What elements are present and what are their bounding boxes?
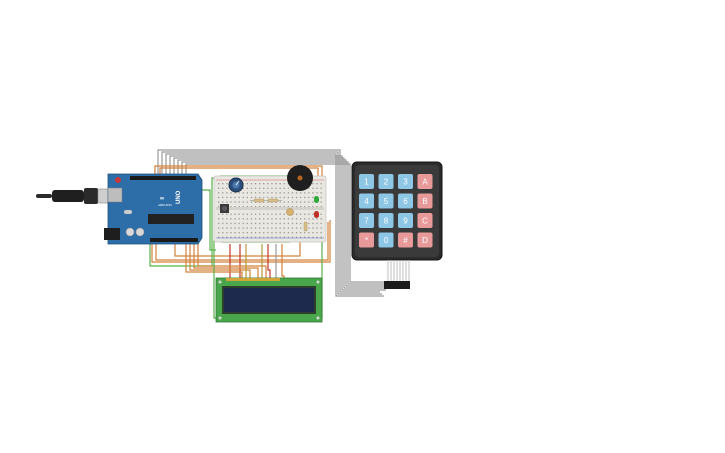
capacitor-2 (135, 227, 145, 237)
keypad-key-5[interactable]: 5 (378, 193, 394, 209)
keypad-key-label: 2 (384, 178, 389, 187)
piezo-buzzer[interactable] (287, 165, 313, 191)
keypad-key-label: A (422, 178, 428, 187)
resistor-3[interactable] (303, 221, 308, 232)
lcd-pin-header (226, 278, 280, 281)
keypad-key-label: 0 (384, 236, 389, 245)
keypad-key-label: * (365, 236, 368, 245)
keypad-key-label: # (403, 236, 408, 245)
keypad-connector (384, 260, 410, 289)
keypad-key-2[interactable]: 2 (378, 174, 394, 189)
keypad-key-C[interactable]: C (417, 213, 433, 228)
infinity-logo: ∞ (160, 196, 164, 202)
keypad-key-label: 1 (364, 178, 369, 187)
breadboard[interactable] (213, 175, 327, 243)
keypad-key-label: 8 (384, 217, 389, 226)
keypad-4x4[interactable]: 1 2 3 A 4 5 6 B 7 8 9 C * 0 # D (351, 161, 443, 289)
keypad-key-label: B (422, 197, 427, 206)
potentiometer[interactable] (228, 177, 244, 193)
keypad-key-label: 7 (364, 217, 369, 226)
green-led[interactable] (314, 196, 319, 203)
keypad-key-*[interactable]: * (359, 232, 374, 248)
push-button[interactable] (220, 204, 229, 213)
keypad-key-6[interactable]: 6 (398, 193, 413, 209)
lcd-16x2-display[interactable] (215, 277, 323, 323)
keypad-key-3[interactable]: 3 (398, 174, 413, 189)
lcd-screen (224, 288, 314, 312)
keypad-key-#[interactable]: # (398, 232, 413, 248)
keypad-key-label: 6 (403, 197, 408, 206)
arduino-uno-board[interactable]: ∞ UNO ARDUINO (104, 173, 203, 245)
atmega-chip (148, 214, 194, 224)
keypad-key-D[interactable]: D (417, 232, 433, 248)
crystal-oscillator (124, 210, 132, 214)
keypad-key-label: C (422, 217, 428, 226)
usb-cable[interactable] (36, 188, 113, 204)
photoresistor[interactable] (286, 208, 294, 216)
keypad-key-label: 9 (403, 217, 408, 226)
keypad-key-9[interactable]: 9 (398, 213, 413, 228)
keypad-key-0[interactable]: 0 (378, 232, 394, 248)
keypad-key-7[interactable]: 7 (359, 213, 374, 228)
keypad-key-1[interactable]: 1 (359, 174, 374, 189)
arduino-brand-label: ARDUINO (158, 203, 173, 207)
digital-header (130, 176, 196, 180)
keypad-key-B[interactable]: B (417, 193, 433, 209)
keypad-key-A[interactable]: A (417, 174, 433, 189)
red-led[interactable] (314, 211, 319, 218)
keypad-key-label: 5 (384, 197, 389, 206)
reset-button[interactable] (115, 177, 121, 183)
keypad-key-8[interactable]: 8 (378, 213, 394, 228)
capacitor-1 (125, 227, 135, 237)
resistor-1[interactable] (250, 198, 268, 203)
resistor-2[interactable] (267, 198, 282, 203)
analog-header (150, 238, 198, 242)
keypad-key-label: 4 (364, 197, 369, 206)
keypad-key-label: 3 (403, 178, 408, 187)
keypad-keys[interactable]: 1 2 3 A 4 5 6 B 7 8 9 C * 0 # D (359, 174, 433, 248)
keypad-key-4[interactable]: 4 (359, 193, 374, 209)
keypad-key-label: D (422, 236, 428, 245)
power-jack (104, 228, 120, 240)
uno-label: UNO (176, 190, 182, 204)
usb-port (107, 187, 123, 203)
